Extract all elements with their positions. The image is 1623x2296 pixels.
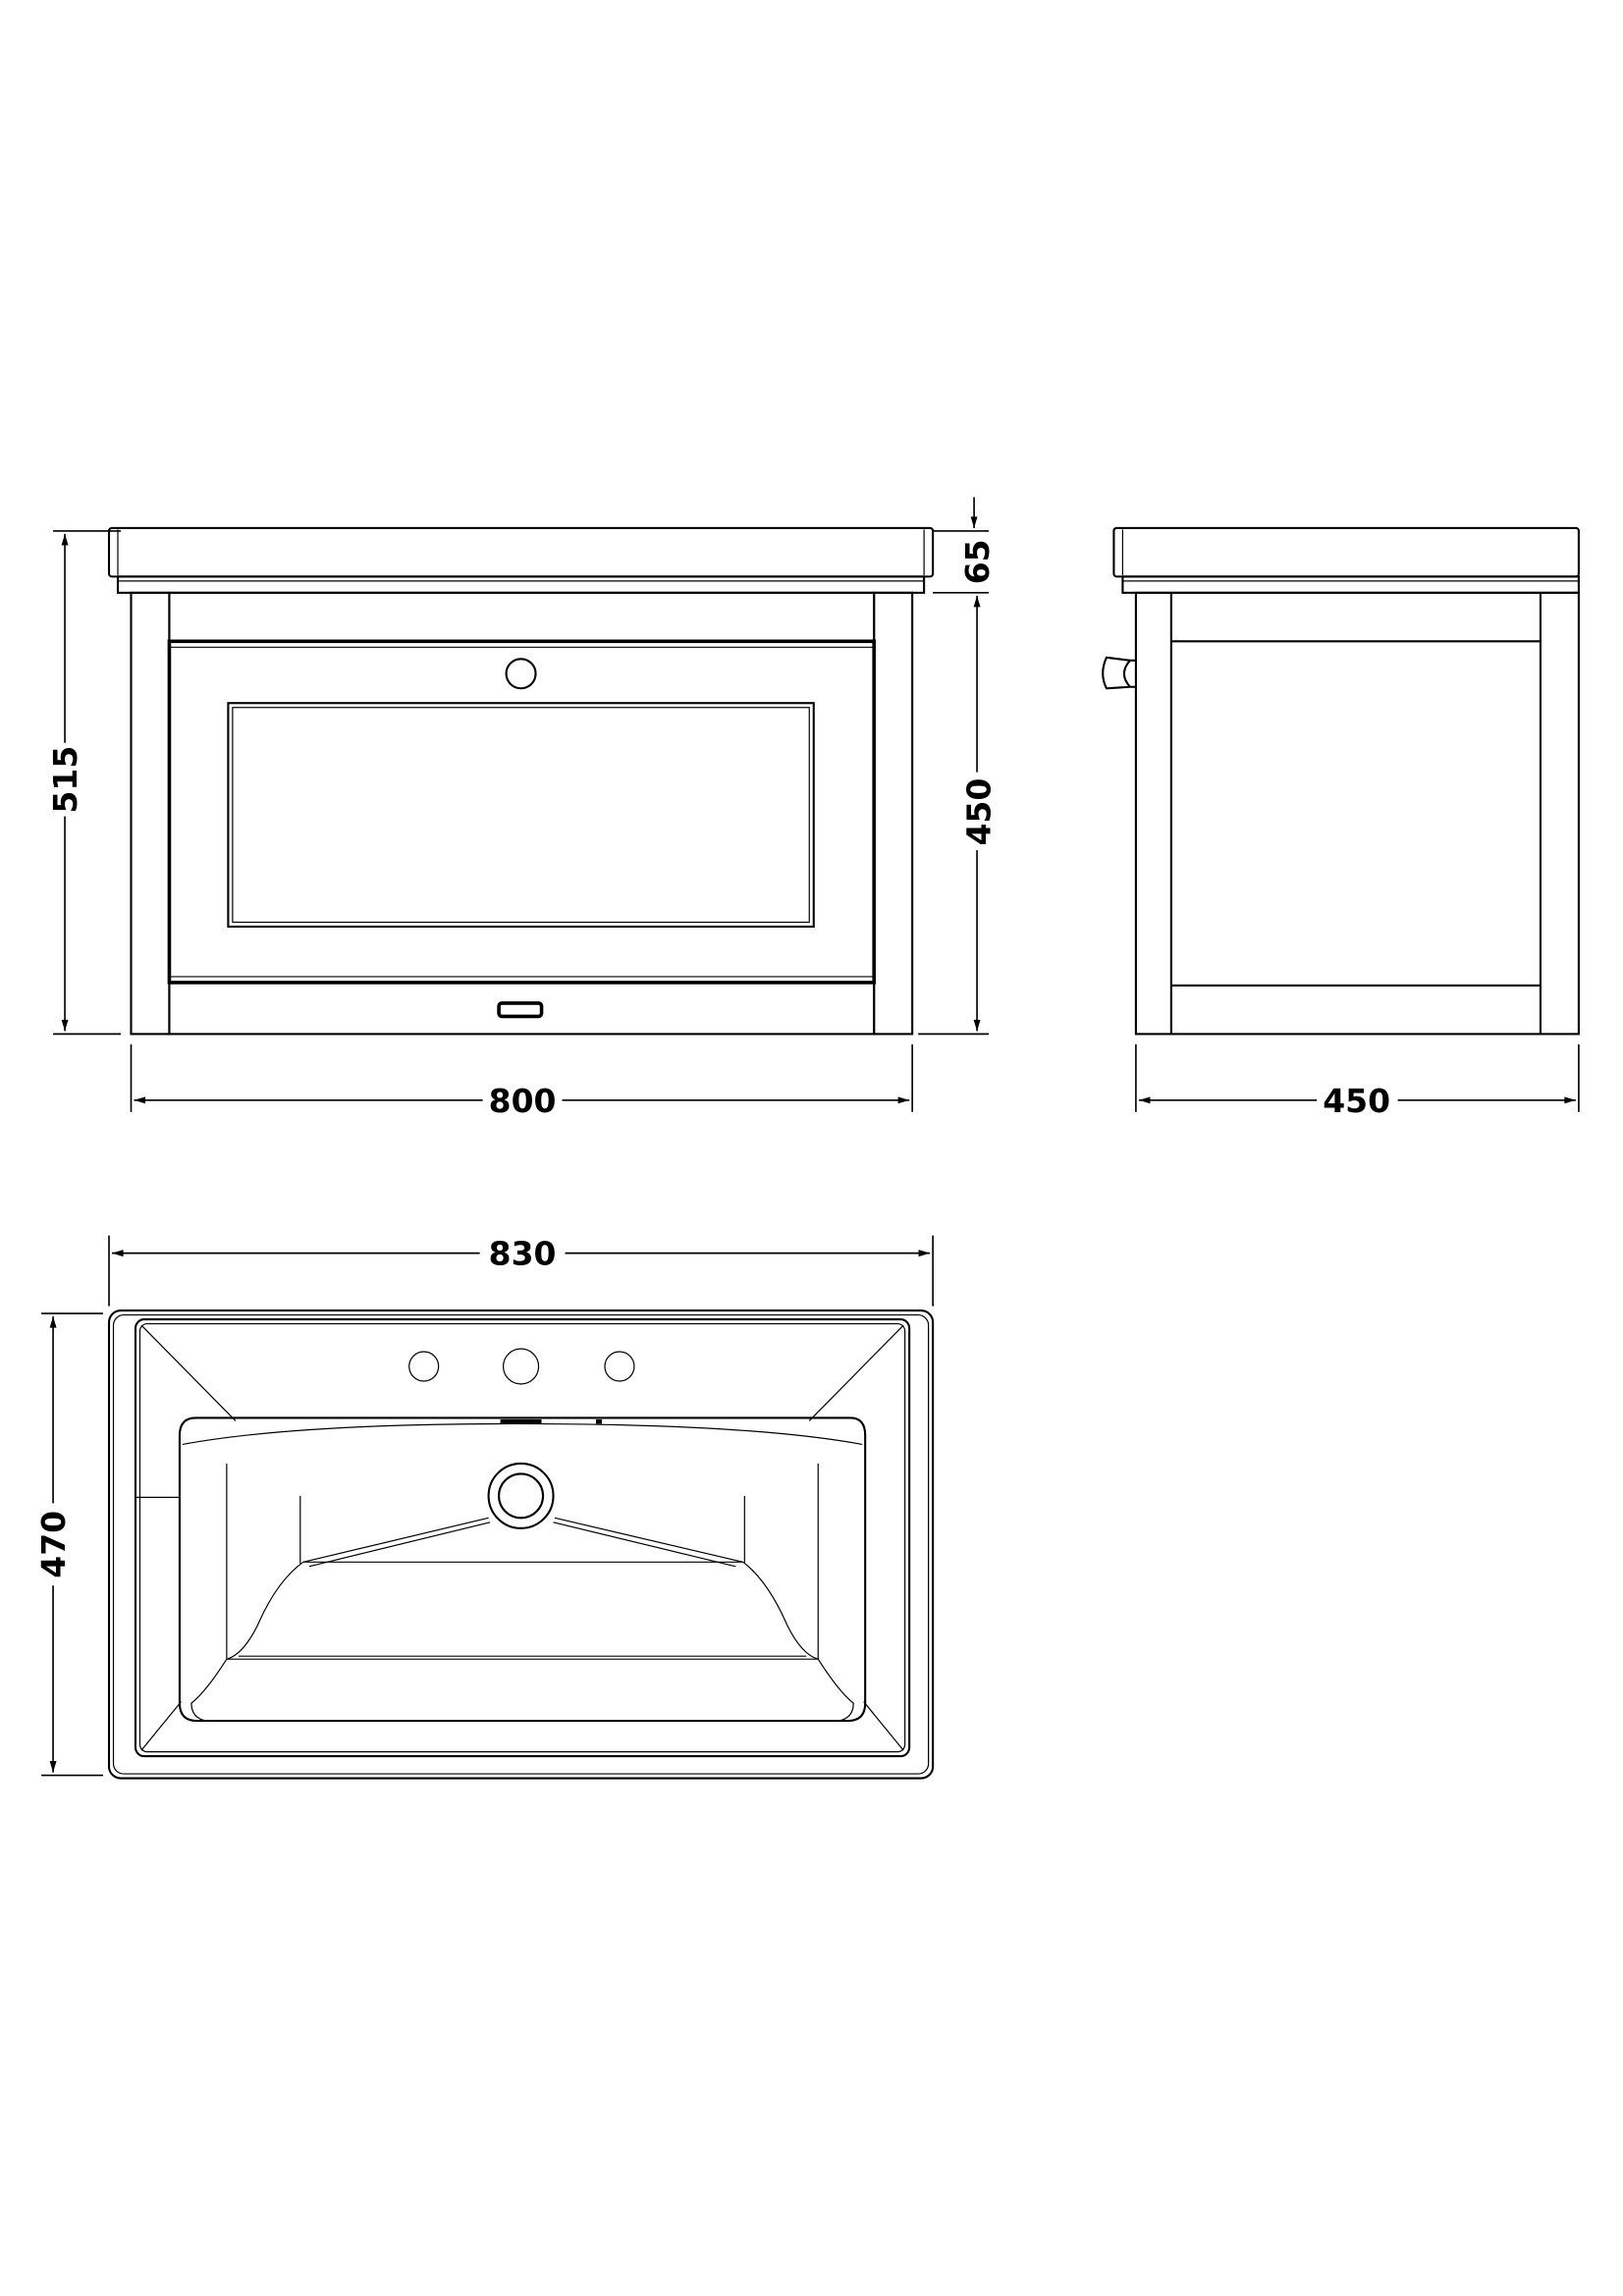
front-view: [107, 526, 935, 1036]
side-view: [1102, 526, 1580, 1036]
side-panel: [1134, 591, 1580, 1036]
dimension-830: 830: [108, 1235, 934, 1307]
basin-outline: [107, 1309, 935, 1780]
basin-step-side: [1121, 575, 1580, 594]
dimension-label-470: 470: [34, 1511, 73, 1578]
basin-step-front: [116, 575, 926, 594]
dimension-label-65: 65: [958, 539, 997, 584]
dimension-470: 470: [34, 1312, 104, 1777]
overflow-slot: [500, 1418, 542, 1424]
bottom-rail: [168, 981, 876, 1036]
top-rail: [168, 591, 876, 643]
right-post: [873, 591, 914, 1036]
dimension-label-450-depth: 450: [1323, 1082, 1390, 1120]
knob-side: [1102, 656, 1136, 690]
tap-hole-left: [408, 1351, 440, 1382]
dimension-450-height: 450: [918, 595, 999, 1036]
tap-hole-center: [502, 1348, 540, 1385]
dimension-800: 800: [130, 1043, 913, 1120]
dimension-label-830: 830: [489, 1235, 557, 1273]
dimension-label-515: 515: [46, 746, 84, 814]
door: [167, 639, 876, 985]
drawer-handle: [497, 1001, 544, 1019]
plan-view: [107, 1309, 935, 1780]
dimension-515: 515: [46, 530, 122, 1036]
door-knob: [505, 658, 537, 690]
tap-hole-right: [604, 1351, 635, 1382]
basin-top-front: [107, 526, 935, 578]
waste-outlet: [487, 1462, 555, 1529]
bowl-rim: [178, 1416, 867, 1723]
door-panel: [227, 702, 815, 929]
basin-deck: [134, 1318, 911, 1758]
basin-top-side: [1112, 526, 1580, 578]
dimension-450-depth: 450: [1135, 1043, 1580, 1120]
dimension-label-450-height: 450: [960, 778, 999, 846]
dimension-65: 65: [933, 497, 997, 594]
left-post: [130, 591, 171, 1036]
dimension-label-800: 800: [489, 1082, 557, 1120]
